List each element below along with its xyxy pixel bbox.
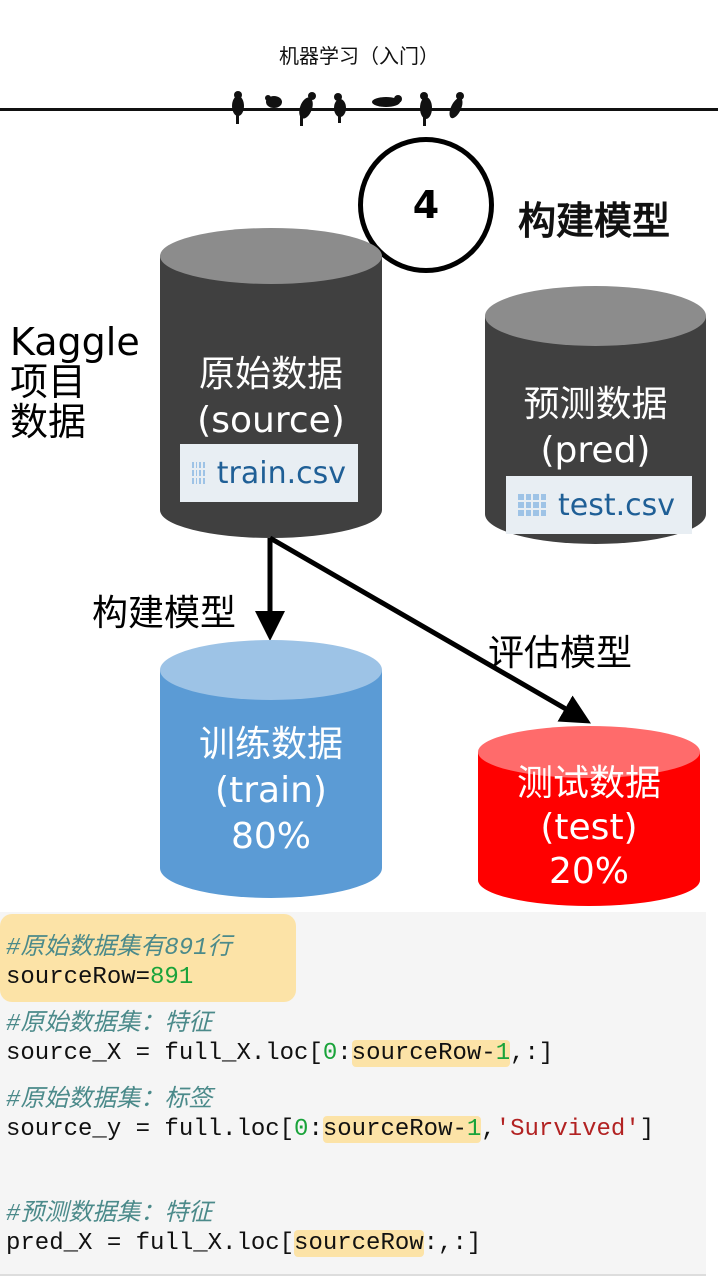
- code-token: source_y = full.loc[: [6, 1116, 295, 1143]
- test-subtitle: (test): [540, 807, 638, 848]
- code-lines: #原始数据集有891行 sourceRow=891 #原始数据集：特征 sour…: [0, 912, 706, 1274]
- table-file-icon: [518, 494, 546, 516]
- code-token: 1: [466, 1116, 482, 1143]
- birds-decoration-icon: [232, 91, 464, 126]
- page-header-title: 机器学习（入门）: [279, 44, 439, 68]
- test-csv-chip: test.csv: [506, 476, 692, 534]
- side-label-line3: 数据: [10, 400, 87, 444]
- side-label: Kaggle 项目 数据: [10, 322, 140, 442]
- step-number-circle: 4: [358, 137, 494, 273]
- code-token: source_X = full_X.loc[: [6, 1040, 323, 1067]
- train-title: 训练数据: [198, 724, 343, 765]
- code-highlight: sourceRow-1: [322, 1116, 482, 1143]
- source-title: 原始数据: [198, 354, 343, 395]
- code-comment-4: #预测数据集：特征: [6, 1201, 213, 1228]
- code-comment-3: #原始数据集：标签: [6, 1087, 213, 1114]
- pred-cylinder-label: 预测数据 (pred): [485, 382, 706, 474]
- train-cylinder-shape: [160, 640, 382, 898]
- test-title: 测试数据: [516, 763, 661, 804]
- train-csv-label: train.csv: [216, 455, 346, 491]
- source-cylinder-label: 原始数据 (source): [160, 352, 382, 444]
- code-token: 1: [495, 1040, 511, 1067]
- code-highlight: sourceRow-1: [351, 1040, 511, 1067]
- pred-title: 预测数据: [523, 384, 668, 425]
- code-line-3: source_y = full.loc[0:sourceRow-1,'Survi…: [6, 1116, 654, 1143]
- code-line-2: source_X = full_X.loc[0:sourceRow-1,:]: [6, 1040, 553, 1067]
- evaluate-model-label: 评估模型: [488, 633, 633, 674]
- test-cylinder-shape: [478, 726, 700, 906]
- side-label-line2: 项目: [10, 360, 87, 404]
- train-csv-chip: train.csv: [180, 444, 358, 502]
- build-model-label: 构建模型: [92, 593, 237, 634]
- code-token: sourceRow-: [322, 1116, 467, 1143]
- code-token: ]: [639, 1116, 655, 1143]
- table-file-icon: [192, 462, 205, 484]
- code-token: ,:]: [510, 1040, 554, 1067]
- test-cylinder-label: 测试数据 (test) 20%: [478, 762, 700, 894]
- side-label-line1: Kaggle: [10, 320, 140, 364]
- split-arrows: [255, 535, 591, 724]
- header-divider: [0, 108, 718, 111]
- code-token: sourceRow=: [6, 964, 151, 991]
- code-token: sourceRow-: [351, 1040, 496, 1067]
- code-token: :: [337, 1040, 352, 1067]
- code-line-1: sourceRow=891: [6, 964, 193, 991]
- code-token: 891: [150, 964, 194, 991]
- source-subtitle: (source): [197, 400, 345, 441]
- test-percent: 20%: [548, 851, 629, 892]
- step-title: 构建模型: [518, 199, 671, 243]
- pred-subtitle: (pred): [540, 430, 651, 471]
- code-token: 'Survived': [495, 1116, 640, 1143]
- code-token: 0: [322, 1040, 338, 1067]
- code-token: :,:]: [423, 1230, 482, 1257]
- code-token: :: [308, 1116, 323, 1143]
- code-comment-1: #原始数据集有891行: [6, 935, 232, 962]
- step-number: 4: [412, 183, 440, 227]
- code-line-4: pred_X = full_X.loc[sourceRow:,:]: [6, 1230, 481, 1257]
- code-token: 0: [294, 1116, 309, 1143]
- code-highlight: sourceRow: [294, 1230, 424, 1257]
- train-percent: 80%: [230, 816, 311, 857]
- code-comment-2: #原始数据集：特征: [6, 1011, 213, 1038]
- code-token: pred_X = full_X.loc[: [6, 1230, 295, 1257]
- train-cylinder-label: 训练数据 (train) 80%: [160, 722, 382, 860]
- eval-arrow: [268, 535, 591, 724]
- highlight-box: [0, 914, 296, 1002]
- test-csv-label: test.csv: [558, 487, 676, 523]
- code-token: ,: [481, 1116, 496, 1143]
- train-subtitle: (train): [215, 770, 327, 811]
